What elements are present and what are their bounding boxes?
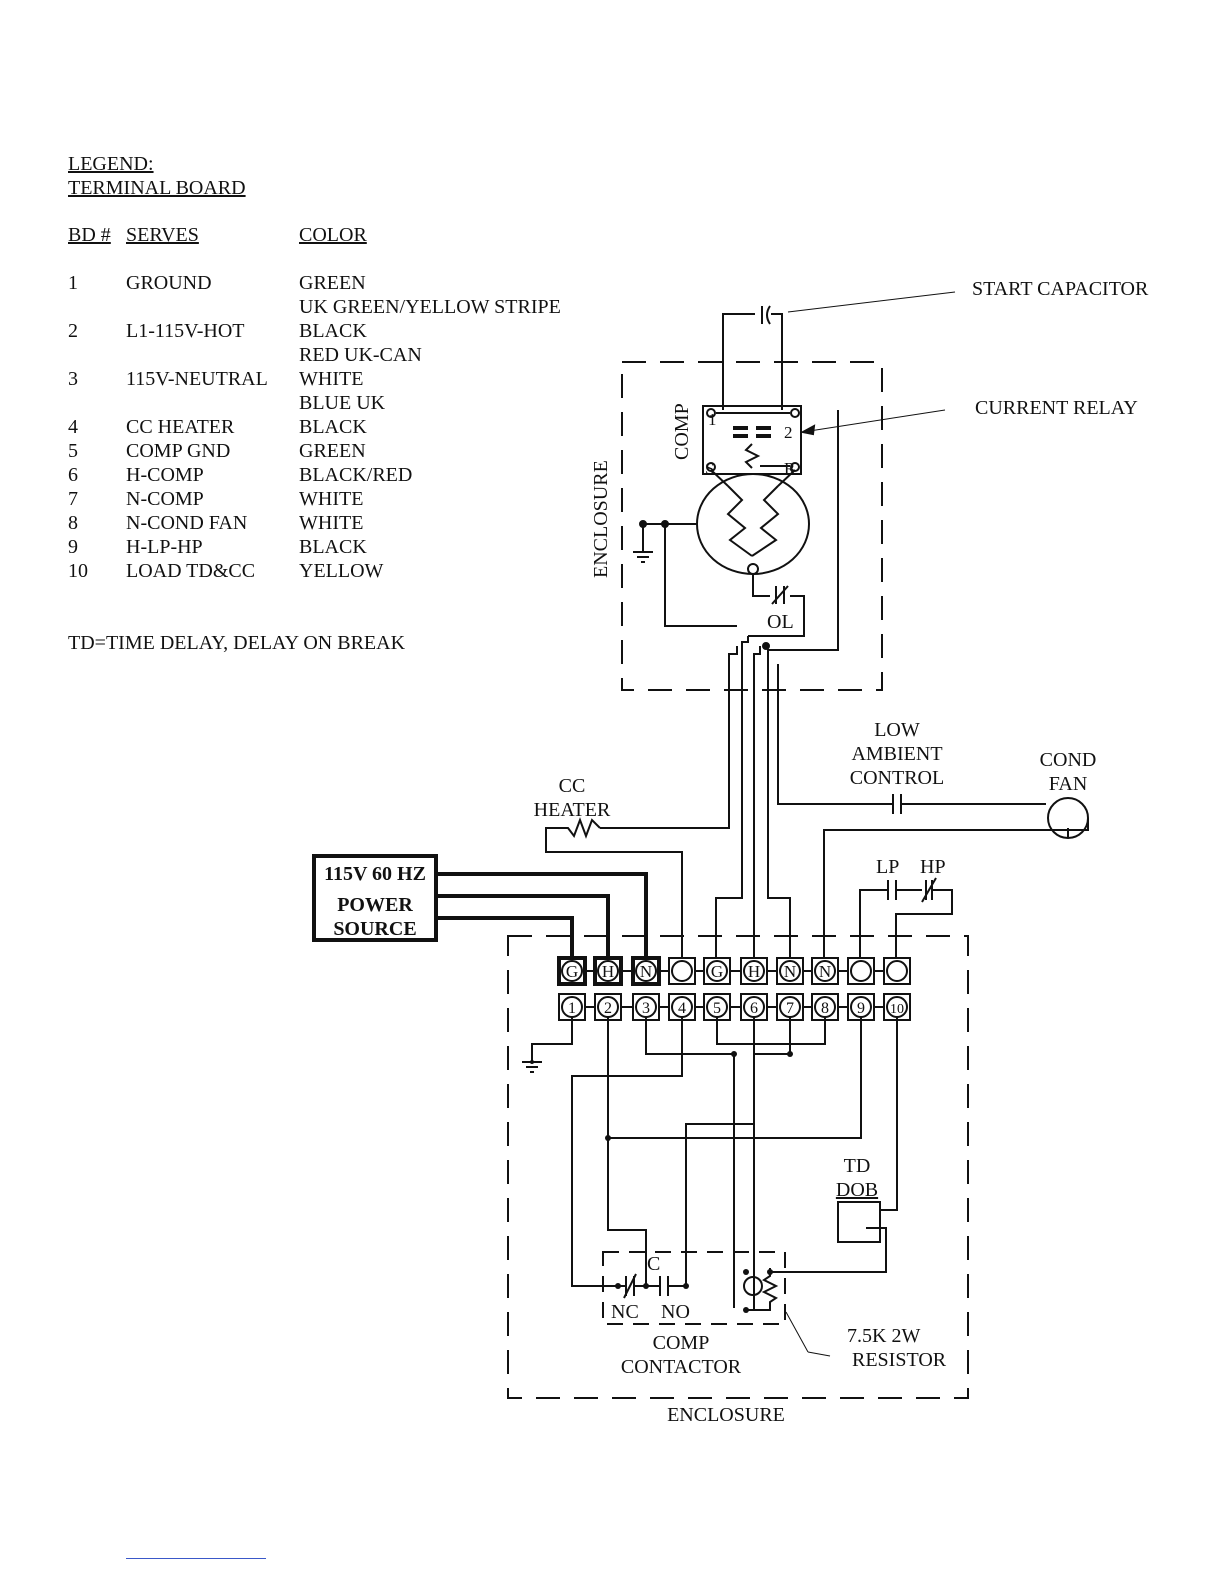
junction-dots [530,1051,793,1313]
comp-contactor-label-1: COMP [653,1332,710,1354]
contactor-contacts [618,1273,686,1299]
power-source-label-1: 115V 60 HZ [324,863,426,885]
current-relay-label: CURRENT RELAY [975,397,1138,419]
enclosure-bottom-box [507,935,969,1399]
terminal-top-label: N [640,962,652,981]
terminal-top-label: H [748,962,760,981]
contactor-c-label: C [647,1253,660,1275]
resistor-label-1: 7.5K 2W [847,1325,920,1347]
cc-heater-symbol [545,817,683,958]
enclosure-bottom-label: ENCLOSURE [667,1404,785,1426]
td-dob-box [837,1201,881,1243]
terminal-labels-top: G H N G H N N [566,962,831,981]
resistor-symbol [746,1268,779,1311]
legend-note: TD=TIME DELAY, DELAY ON BREAK [68,632,406,654]
low-ambient-label-3: CONTROL [850,767,944,789]
terminal-top-label: N [819,962,831,981]
ol-label: OL [767,611,794,633]
ground-symbol-bottom [522,1017,573,1073]
header-serves: SERVES [126,224,199,246]
footer-link-line [126,1558,266,1559]
relay-coil [744,443,761,469]
power-source-label-2: POWER [337,894,413,916]
start-capacitor-symbol [722,305,783,410]
cc-heater-label-1: CC [559,775,586,797]
terminal-number-label: 10 [890,1002,904,1017]
power-source-leads [436,872,648,958]
terminal-number-label: 3 [642,1000,650,1017]
overload-switch [748,574,805,637]
header-color: COLOR [299,224,367,246]
cond-fan-label-1: COND [1040,749,1097,771]
terminal-number-label: 8 [821,1000,829,1017]
terminal-labels-bottom: 1 2 3 4 5 6 7 8 9 10 [568,1000,904,1017]
relay-s-label: S [705,459,714,478]
enclosure-top-label: ENCLOSURE [590,460,612,578]
terminal-number-label: 4 [678,1000,686,1017]
enclosure-top-box [621,361,883,691]
td-label-1: TD [844,1155,871,1177]
terminal-number-label: 7 [786,1000,794,1017]
relay-terminal-1 [706,408,716,418]
terminal-number-label: 2 [604,1000,612,1017]
power-source-label-3: SOURCE [333,918,416,940]
terminal-number-label: 6 [750,1000,758,1017]
low-ambient-label-2: AMBIENT [851,743,942,765]
legend-title: LEGEND: [68,153,154,175]
terminal-top-label: G [566,962,578,981]
header-bd: BD # [68,224,111,246]
resistor-label-2: RESISTOR [852,1349,947,1371]
legend: LEGEND: TERMINAL BOARD [68,152,246,200]
relay-r-label: R [784,459,796,478]
terminal-number-label: 9 [857,1000,865,1017]
legend-subtitle: TERMINAL BOARD [68,177,246,199]
cond-fan-label-2: FAN [1049,773,1088,795]
start-capacitor-leader [787,291,956,313]
low-ambient-label-1: LOW [874,719,920,741]
td-label-2: DOB [836,1179,878,1201]
comp-label: COMP [671,403,693,460]
terminal-number-label: 5 [713,1000,721,1017]
relay-terminal-2 [790,408,800,418]
terminal-top-label: N [784,962,796,981]
relay-1-label: 1 [708,410,717,429]
comp-contactor-label-2: CONTACTOR [621,1356,742,1378]
current-relay-leader [802,409,946,433]
terminal-top-label: G [711,962,723,981]
relay-2-label: 2 [784,423,793,442]
terminal-number-label: 1 [568,1000,576,1017]
hp-label: HP [920,856,946,878]
cc-heater-label-2: HEATER [534,799,611,821]
lp-hp-switches [859,877,953,958]
lp-label: LP [876,856,899,878]
terminal-top-label: H [602,962,614,981]
contactor-nc-label: NC [611,1301,639,1323]
contactor-no-label: NO [661,1301,690,1323]
start-capacitor-label: START CAPACITOR [972,278,1149,300]
compressor-motor [696,473,810,575]
